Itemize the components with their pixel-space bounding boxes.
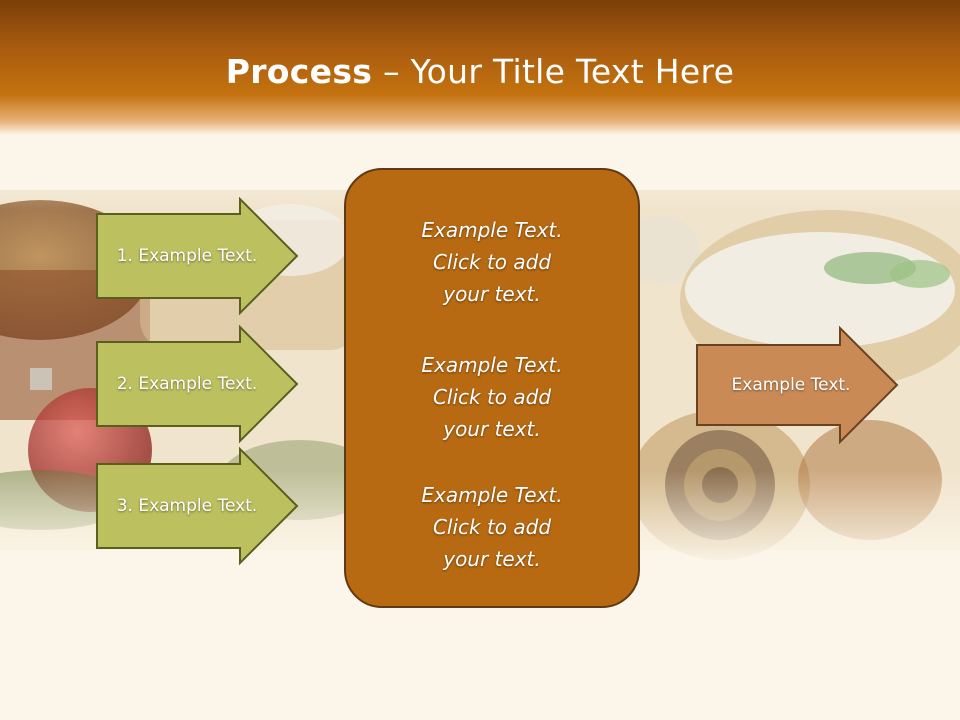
step-label: 2. Example Text. (116, 374, 258, 394)
title-bar (0, 0, 960, 135)
paragraph-line: Example Text. (421, 353, 563, 377)
paragraph-line: Click to add (432, 250, 552, 274)
step-arrow-1[interactable]: 1. Example Text. (96, 196, 299, 316)
step-label: 1. Example Text. (116, 246, 258, 266)
paragraph-line: your text. (443, 547, 541, 571)
output-arrow[interactable]: Example Text. (696, 325, 899, 445)
paragraph-line: your text. (443, 282, 541, 306)
step-arrow-3[interactable]: 3. Example Text. (96, 446, 299, 566)
center-text-box[interactable]: Example Text. Click to add your text. Ex… (344, 168, 640, 608)
output-label: Example Text. (731, 375, 851, 395)
paragraph-line: your text. (443, 417, 541, 441)
slide-title: Process – Your Title Text Here (0, 52, 960, 91)
step-arrow-2[interactable]: 2. Example Text. (96, 324, 299, 444)
text-paragraph-3: Example Text. Click to add your text. (346, 479, 638, 575)
arrow-shape (96, 324, 299, 444)
paragraph-line: Example Text. (421, 218, 563, 242)
step-label: 3. Example Text. (116, 496, 258, 516)
arrow-shape (96, 196, 299, 316)
arrow-shape (696, 325, 899, 445)
title-bold: Process (225, 52, 373, 91)
text-paragraph-1: Example Text. Click to add your text. (346, 214, 638, 310)
paragraph-line: Example Text. (421, 483, 563, 507)
paragraph-line: Click to add (432, 515, 552, 539)
paragraph-line: Click to add (432, 385, 552, 409)
title-rest: – Your Title Text Here (372, 52, 735, 91)
arrow-shape (96, 446, 299, 566)
text-paragraph-2: Example Text. Click to add your text. (346, 349, 638, 445)
